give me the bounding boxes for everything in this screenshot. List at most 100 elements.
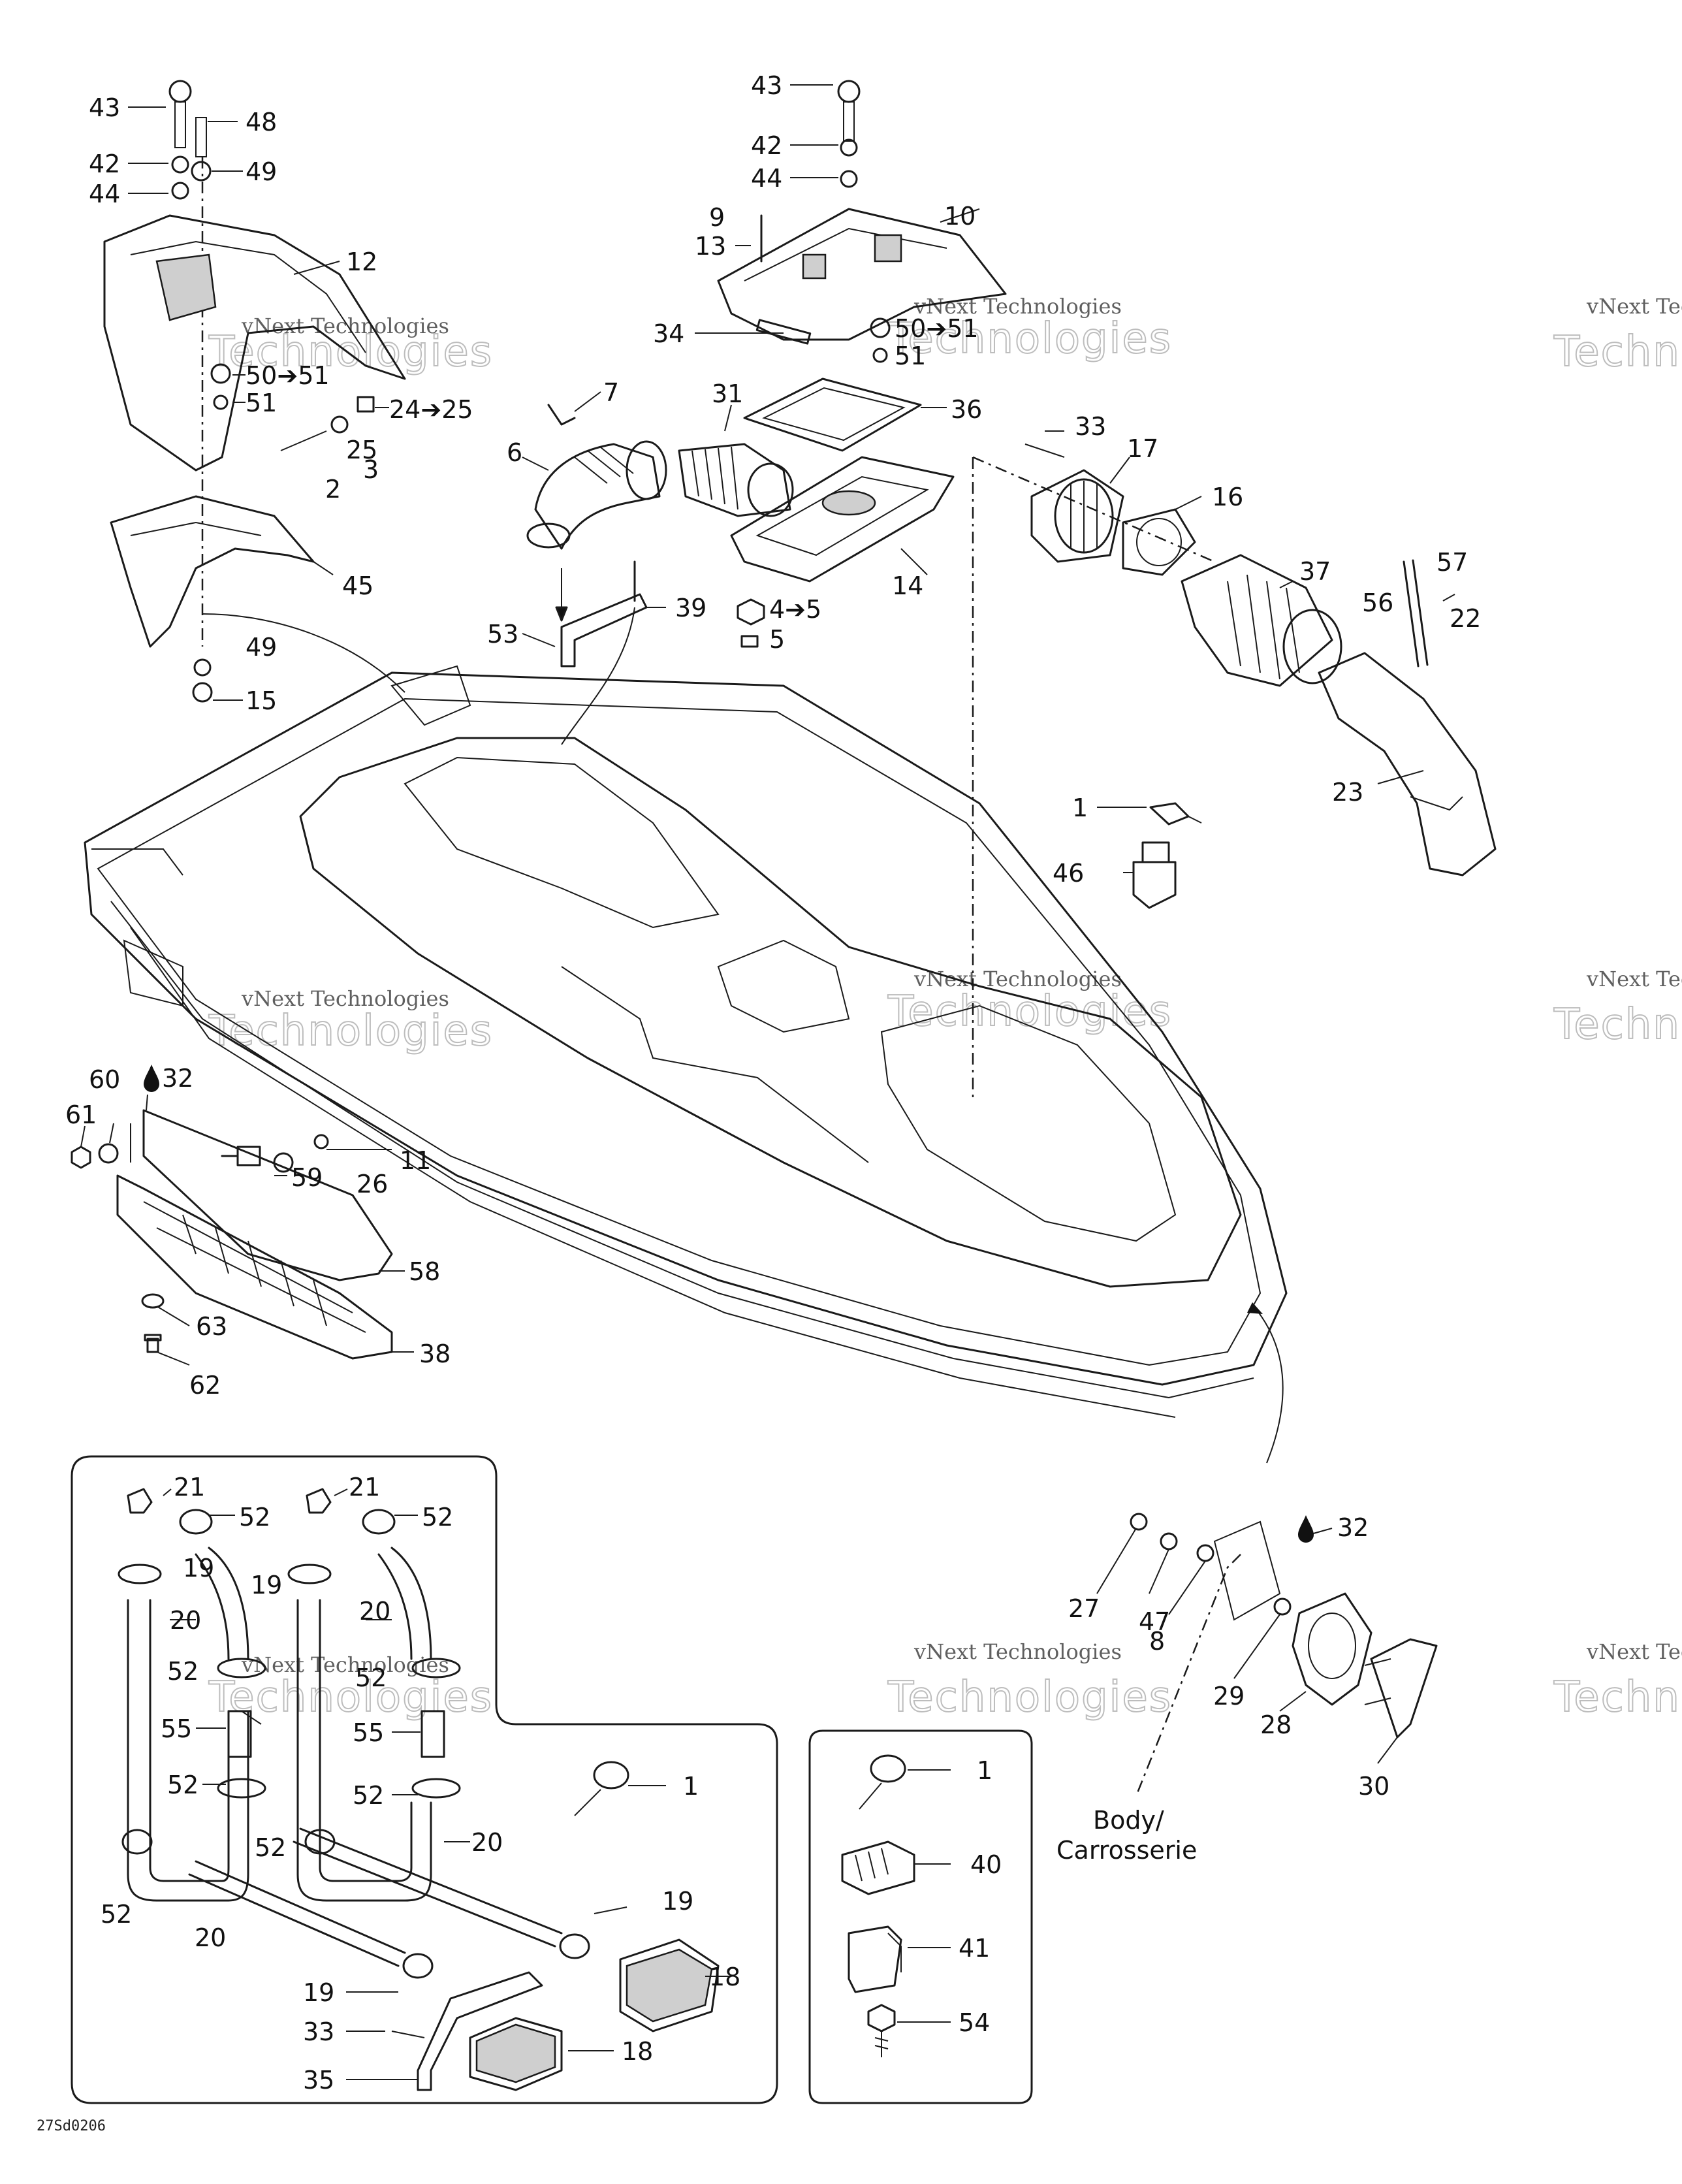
- part-label: 52: [255, 1833, 286, 1862]
- hardware-box: [808, 1729, 1033, 2104]
- watermark-vnext: vNext Technologies: [913, 1639, 1122, 1664]
- part-label: 46: [1053, 859, 1084, 888]
- vent-cover-assembly: [717, 80, 1007, 363]
- part-label: 52: [353, 1781, 384, 1810]
- part-label: 49: [246, 633, 277, 662]
- part-label: 6: [507, 438, 522, 467]
- part-label: 19: [183, 1554, 214, 1582]
- part-label: 50➔51: [246, 361, 330, 390]
- part-label: 25: [346, 436, 377, 464]
- watermark-technologies: Techno: [1553, 1001, 1682, 1049]
- sealant-drop-icon: [144, 1065, 159, 1092]
- part-label: 63: [196, 1312, 227, 1341]
- watermark-technologies: Technologies: [208, 328, 493, 376]
- part-labels: 43 48 42 49 44 12 50➔51 51 24➔25 25 3 2 …: [65, 71, 1481, 2095]
- part-label: 40: [970, 1850, 1002, 1879]
- part-label: 36: [951, 395, 982, 424]
- watermark-technologies: Technologies: [887, 315, 1172, 363]
- fuel-hose-box: [71, 1455, 778, 2104]
- part-label: 5: [769, 625, 785, 654]
- part-label: 52: [167, 1771, 198, 1799]
- part-label: 49: [246, 157, 277, 186]
- part-label: 55: [161, 1714, 192, 1743]
- part-label: 23: [1332, 778, 1363, 807]
- part-label: 9: [709, 203, 725, 232]
- part-label: 19: [303, 1978, 334, 2007]
- part-label: 20: [471, 1828, 503, 1857]
- part-label: 7: [603, 378, 619, 407]
- part-label: 13: [695, 232, 726, 261]
- part-label: 39: [675, 594, 706, 622]
- part-label: 55: [353, 1718, 384, 1747]
- leader-lines: [80, 84, 1424, 2080]
- part-label: 52: [167, 1657, 198, 1686]
- watermark-technologies: Technologies: [208, 1007, 493, 1055]
- part-label: 11: [400, 1146, 431, 1175]
- body-label-line2: Carrosserie: [1056, 1836, 1197, 1865]
- watermark-technologies: Technologies: [887, 1673, 1172, 1722]
- part-label: 54: [959, 2008, 990, 2037]
- part-label: 21: [349, 1473, 380, 1502]
- part-label: 18: [622, 2037, 653, 2066]
- watermark-technologies: Techno: [1553, 1673, 1682, 1722]
- part-label: 42: [89, 150, 120, 178]
- part-label: 15: [246, 686, 277, 715]
- part-label: 42: [751, 131, 782, 160]
- part-label: 43: [89, 93, 120, 122]
- watermark-vnext: vNext Technologies: [913, 967, 1122, 991]
- part-label: 35: [303, 2066, 334, 2095]
- part-label: 8: [1149, 1627, 1165, 1656]
- part-label: 2: [325, 475, 341, 504]
- part-label: 60: [89, 1065, 120, 1094]
- part-label: 21: [174, 1473, 205, 1502]
- part-label: 22: [1450, 604, 1481, 633]
- part-label: 50➔51: [895, 314, 979, 343]
- part-label: 14: [892, 571, 923, 600]
- part-label: 38: [419, 1340, 451, 1368]
- part-label: 12: [346, 248, 377, 276]
- part-label: 20: [170, 1606, 201, 1635]
- part-label: 26: [357, 1170, 388, 1198]
- part-label: 28: [1260, 1710, 1292, 1739]
- part-label: 58: [409, 1257, 440, 1286]
- sealant-drop-icon: [1298, 1515, 1314, 1543]
- part-label: 27: [1068, 1594, 1100, 1623]
- part-label: 3: [363, 455, 379, 484]
- side-vent-assembly: [1130, 1302, 1438, 1797]
- part-label: 44: [89, 180, 120, 208]
- sponson-assembly: [71, 1109, 393, 1360]
- air-intake-assembly: [526, 377, 955, 745]
- part-label: 61: [65, 1100, 97, 1129]
- part-label: 52: [422, 1503, 453, 1532]
- part-label: 52: [239, 1503, 270, 1532]
- part-label: 59: [291, 1163, 323, 1192]
- part-label: 43: [751, 71, 782, 100]
- part-label: 24➔25: [389, 395, 473, 424]
- watermark-vnext: vNext Technologies: [913, 294, 1122, 319]
- part-label: 53: [487, 620, 518, 649]
- part-label: 1: [977, 1756, 992, 1785]
- part-label: 17: [1127, 434, 1158, 463]
- watermark-vnext: vNext Tec: [1586, 1639, 1682, 1664]
- part-label: 47: [1139, 1607, 1170, 1636]
- part-label: 33: [1075, 412, 1106, 441]
- part-label: 45: [342, 571, 373, 600]
- part-label: 32: [1337, 1513, 1369, 1542]
- part-label: 16: [1212, 483, 1243, 511]
- watermark-vnext: vNext Tec: [1586, 294, 1682, 319]
- part-label: 31: [712, 379, 743, 408]
- part-label: 20: [195, 1923, 226, 1952]
- watermark-technologies: Techno: [1553, 328, 1682, 376]
- part-label: 32: [162, 1064, 193, 1093]
- watermark-vnext: vNext Technologies: [241, 986, 449, 1011]
- part-label: 56: [1362, 588, 1393, 617]
- watermark-vnext: vNext Tec: [1586, 967, 1682, 991]
- part-label: 29: [1213, 1682, 1245, 1710]
- part-label: 18: [709, 1963, 740, 1991]
- part-label: 30: [1358, 1772, 1389, 1801]
- part-label: 52: [101, 1900, 132, 1929]
- rear-hood-assembly: [103, 80, 406, 703]
- part-label: 62: [189, 1371, 221, 1400]
- part-label: 4➔5: [769, 595, 821, 624]
